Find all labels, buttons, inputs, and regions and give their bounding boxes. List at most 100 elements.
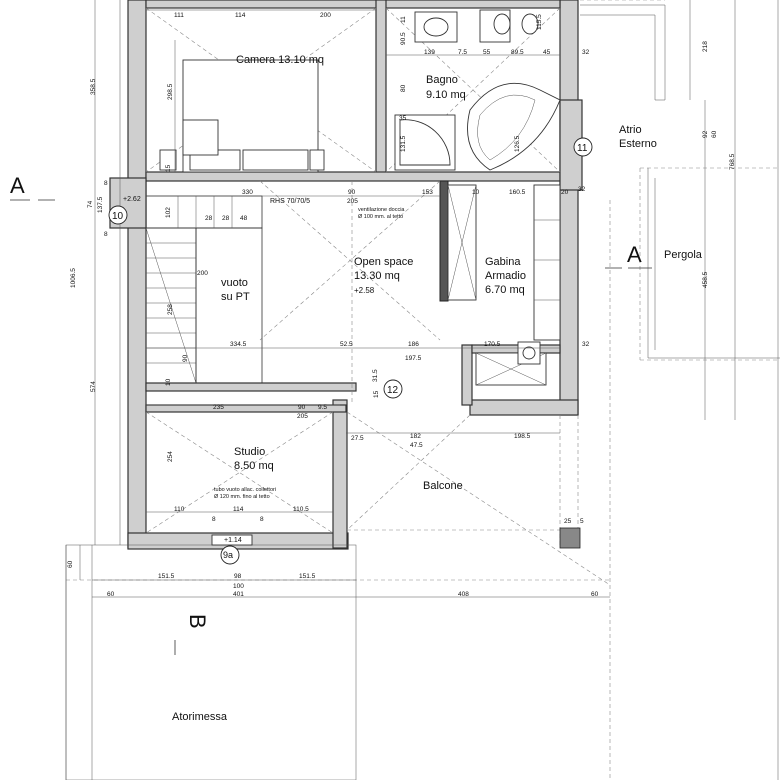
wardrobe [447, 184, 561, 386]
dimension-label: 8 [212, 516, 216, 523]
dimension-label: 235 [213, 404, 224, 411]
dimension-label: 28 [222, 215, 230, 222]
dimension-label: 254 [167, 451, 174, 462]
dimension-label: 151.5 [158, 573, 175, 580]
dimension-label: 7.5 [458, 49, 467, 56]
note-tubo2: Ø 120 mm. fino al tetto [214, 494, 270, 500]
dimension-label: 200 [320, 12, 331, 19]
dimension-label: 115.5 [536, 14, 543, 30]
room-vuoto-supt: su PT [221, 291, 250, 303]
dimension-label: 330 [242, 189, 253, 196]
dimension-label: 218 [702, 41, 709, 52]
dimension-label: 205 [297, 413, 308, 420]
note-vent2: Ø 100 mm. al tetto [358, 214, 403, 220]
notes: RHS 70/70/5 ventilazione doccia Ø 100 mm… [123, 196, 405, 546]
dimension-label: 98 [234, 573, 242, 580]
room-balcone: Balcone [423, 480, 463, 492]
reference-circles: 10 11 12 9a [108, 137, 593, 565]
room-vuoto: vuoto [221, 277, 248, 289]
dimension-label: 160.5 [509, 189, 526, 196]
dimension-label: 102 [165, 207, 172, 218]
dimension-label: 153 [422, 189, 433, 196]
dimension-label: 10 [472, 189, 480, 196]
dimension-label: 131.5 [400, 135, 407, 152]
room-atrio: Atrio [619, 124, 642, 136]
dimension-label: 27.5 [351, 435, 364, 442]
dimension-label: 31.5 [372, 369, 379, 382]
dimension-label: 80 [400, 84, 407, 92]
dimension-label: 100 [233, 583, 244, 590]
dimension-label: 15 [165, 164, 172, 172]
section-mark-a-right: A [627, 242, 642, 267]
dimension-label: 52.5 [340, 341, 353, 348]
dimension-label: 32 [582, 341, 590, 348]
section-mark-a-left: A [10, 173, 25, 198]
dimension-label: 20 [561, 189, 569, 196]
dimension-label: 197.5 [405, 355, 422, 362]
room-esterno: Esterno [619, 138, 657, 150]
dimension-label: 55 [483, 49, 491, 56]
dimension-label: 47.5 [410, 442, 423, 449]
room-atorimessa: Atorimessa [172, 711, 228, 723]
dimension-label: 200 [197, 270, 208, 277]
dimension-label: 8 [104, 231, 108, 238]
dimension-label: 110.5 [293, 506, 309, 513]
dimension-label: 401 [233, 591, 244, 598]
dimension-lines [79, 0, 736, 598]
dimension-label: 25 [564, 518, 572, 525]
note-level-bottom: +1.14 [224, 537, 242, 544]
dimension-label: 90 [182, 354, 189, 362]
dimension-label: 60 [67, 560, 74, 568]
bathroom-fixtures [394, 9, 561, 171]
dimension-label: 408 [458, 591, 469, 598]
dimension-label: 358.5 [90, 78, 97, 95]
dimension-label: 28 [205, 215, 213, 222]
dimension-label: 60 [711, 130, 718, 138]
dimension-label: 74 [87, 200, 94, 208]
room-open-name: Open space [354, 256, 413, 268]
note-tubo1: tubo vuoto allac. collettori [214, 487, 276, 493]
room-bagno-name: Bagno [426, 74, 458, 86]
dimension-label: 15 [373, 390, 380, 398]
dimension-label: 114 [235, 12, 246, 19]
exterior-outlines [65, 0, 780, 780]
dimension-label: 32 [578, 186, 586, 193]
section-mark-b: B [185, 614, 210, 629]
dimension-label: 768.5 [729, 153, 736, 170]
dimension-label: 89.5 [511, 49, 524, 56]
dimension-label: 139 [424, 49, 435, 56]
dimension-label: 334.5 [230, 341, 247, 348]
dimension-label: 8 [104, 180, 108, 187]
dimension-label: 298.5 [167, 83, 174, 100]
circle-9a: 9a [223, 550, 233, 560]
room-bagno-area: 9.10 mq [426, 89, 466, 101]
hatched-corner [559, 527, 581, 549]
dimension-label: 198.5 [514, 433, 531, 440]
dimension-label: 5 [580, 518, 584, 525]
bed [159, 59, 325, 173]
dimension-label: 458.5 [702, 271, 709, 288]
dimension-label: 11 [400, 16, 407, 23]
circle-12: 12 [387, 385, 399, 396]
dimension-label: 60 [107, 591, 115, 598]
dimension-label: 258 [167, 304, 174, 315]
room-gabina-name: Gabina [485, 256, 521, 268]
dimension-label: 90 [348, 189, 356, 196]
room-studio-name: Studio [234, 446, 265, 458]
note-vent1: ventilazione doccia [358, 207, 405, 213]
dimension-label: 90.5 [400, 32, 407, 45]
dimension-label: 8 [260, 516, 264, 523]
dimension-label: 32 [582, 49, 590, 56]
room-gabina-armadio: Armadio [485, 270, 526, 282]
dimension-label: 90 [298, 404, 306, 411]
note-level-left: +2.62 [123, 196, 141, 203]
dimension-label: 182 [410, 433, 421, 440]
dimension-label: 126.5 [514, 135, 521, 152]
circle-10: 10 [112, 211, 124, 222]
dimension-label: 114 [233, 506, 244, 513]
note-rhs: RHS 70/70/5 [270, 198, 310, 205]
dimension-label: 92 [702, 130, 709, 138]
dimension-label: 151.5 [299, 573, 316, 580]
staircase [145, 195, 263, 384]
